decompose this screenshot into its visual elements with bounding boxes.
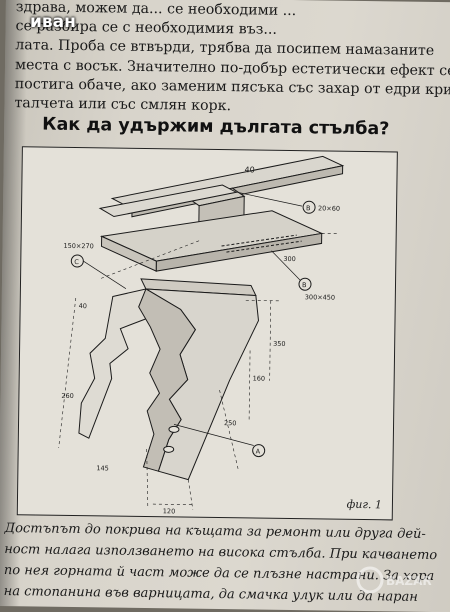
- dim-40: 40: [79, 302, 87, 310]
- label-plank-size: 20×60: [318, 204, 340, 212]
- figure-caption: фиг. 1: [347, 498, 382, 511]
- leg-left: [79, 288, 146, 439]
- label-c: C: [74, 258, 79, 266]
- dim-160: 160: [253, 374, 266, 382]
- label-a: A: [256, 448, 261, 456]
- svg-text:BAZAR: BAZAR: [386, 574, 432, 588]
- dim-300: 300: [283, 255, 296, 263]
- text-line: на стопанина във варницата, да смачка ул…: [4, 581, 414, 608]
- bottom-paragraph: Достъпът до покрива на къщата за ремонт …: [4, 518, 415, 608]
- dim-145: 145: [96, 464, 109, 472]
- dim-top: 40: [245, 165, 255, 174]
- watermark-logo: BAZAR: [354, 564, 440, 596]
- dim-120: 120: [163, 507, 176, 515]
- figure-frame: 40 B 20×60 B 300×450 C 150×270 A 300 40 …: [17, 146, 398, 520]
- technical-drawing: 40 B 20×60 B 300×450 C 150×270 A 300 40 …: [18, 147, 397, 519]
- dim-260: 260: [61, 392, 74, 400]
- section-heading: Как да удържим дългата стълба?: [42, 115, 389, 140]
- label-b1: B: [306, 204, 311, 212]
- label-b2: B: [302, 281, 307, 289]
- label-side-size: 150×270: [63, 242, 93, 250]
- dim-250: 250: [224, 419, 237, 427]
- user-badge: иван: [30, 12, 76, 32]
- label-plate-size: 300×450: [305, 293, 335, 301]
- dim-350: 350: [273, 340, 286, 348]
